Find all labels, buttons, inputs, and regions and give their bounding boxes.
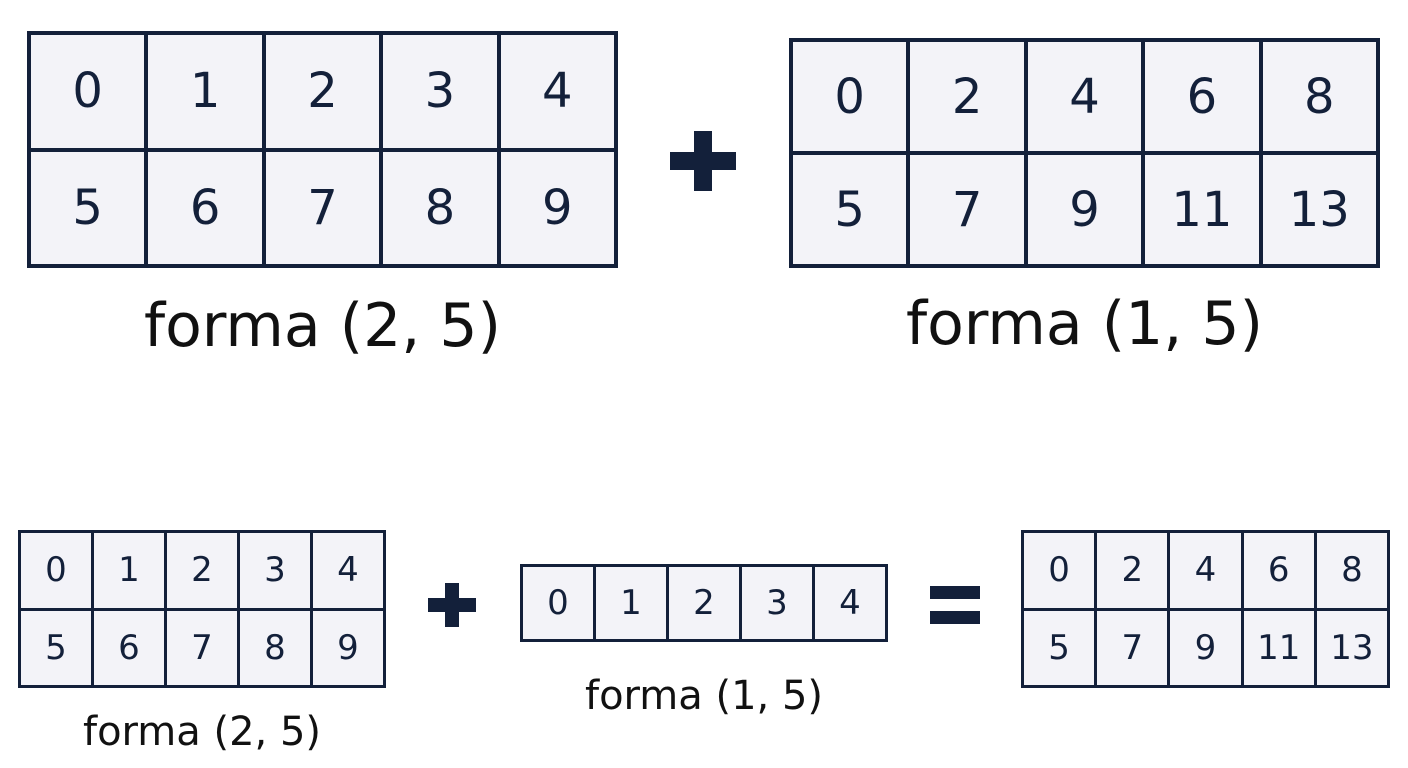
matrix-cell: 9 (1027, 155, 1142, 264)
matrix-cell: 8 (1262, 42, 1376, 151)
matrix-cell: 4 (313, 533, 383, 608)
matrix-cell: 6 (148, 151, 262, 264)
matrix-cell: 2 (265, 35, 380, 148)
matrix-bottom-left: 0 1 2 3 4 5 6 7 8 9 (18, 530, 386, 688)
matrix-cell: 3 (742, 567, 812, 639)
matrix-cell: 1 (148, 35, 262, 148)
matrix-top-right: 0 2 4 6 8 5 7 9 11 13 (789, 38, 1380, 268)
matrix-cell: 1 (94, 533, 164, 608)
matrix-cell: 0 (31, 35, 145, 148)
matrix-cell: 7 (167, 610, 237, 685)
matrix-cell: 7 (1097, 610, 1168, 685)
matrix-cell: 5 (21, 610, 91, 685)
matrix-cell: 4 (1027, 42, 1142, 151)
matrix-cell: 8 (383, 151, 497, 264)
matrix-cell: 6 (1145, 42, 1259, 151)
matrix-top-left: 0 1 2 3 4 5 6 7 8 9 (27, 31, 618, 268)
matrix-cell: 5 (31, 151, 145, 264)
matrix-cell: 11 (1145, 155, 1259, 264)
matrix-cell: 0 (793, 42, 907, 151)
matrix-bottom-result: 0 2 4 6 8 5 7 9 11 13 (1021, 530, 1390, 688)
matrix-cell: 9 (313, 610, 383, 685)
matrix-cell: 3 (383, 35, 497, 148)
matrix-cell: 9 (1170, 610, 1241, 685)
shape-label-top-left: forma (2, 5) (143, 291, 502, 361)
matrix-cell: 7 (265, 151, 380, 264)
plus-icon (428, 583, 476, 627)
matrix-cell: 9 (500, 151, 614, 264)
matrix-cell: 5 (793, 155, 907, 264)
shape-label-top-right: forma (1, 5) (905, 289, 1264, 359)
matrix-cell: 6 (1243, 533, 1314, 608)
matrix-cell: 4 (1170, 533, 1241, 608)
matrix-cell: 13 (1262, 155, 1376, 264)
matrix-cell: 0 (21, 533, 91, 608)
matrix-cell: 7 (910, 155, 1024, 264)
matrix-cell: 1 (596, 567, 666, 639)
matrix-cell: 8 (240, 610, 310, 685)
matrix-cell: 2 (910, 42, 1024, 151)
matrix-cell: 6 (94, 610, 164, 685)
shape-label-bottom-middle: forma (1, 5) (584, 673, 824, 719)
matrix-cell: 0 (1024, 533, 1095, 608)
matrix-bottom-middle: 0 1 2 3 4 (520, 564, 888, 642)
matrix-cell: 3 (240, 533, 310, 608)
matrix-cell: 8 (1316, 533, 1387, 608)
matrix-cell: 4 (500, 35, 614, 148)
matrix-cell: 4 (815, 567, 885, 639)
matrix-cell: 2 (1097, 533, 1168, 608)
matrix-cell: 2 (669, 567, 739, 639)
matrix-cell: 0 (523, 567, 593, 639)
plus-icon (670, 131, 736, 191)
matrix-cell: 13 (1316, 610, 1387, 685)
equals-icon (930, 586, 980, 624)
matrix-cell: 5 (1024, 610, 1095, 685)
matrix-cell: 11 (1243, 610, 1314, 685)
matrix-cell: 2 (167, 533, 237, 608)
shape-label-bottom-left: forma (2, 5) (82, 709, 322, 755)
